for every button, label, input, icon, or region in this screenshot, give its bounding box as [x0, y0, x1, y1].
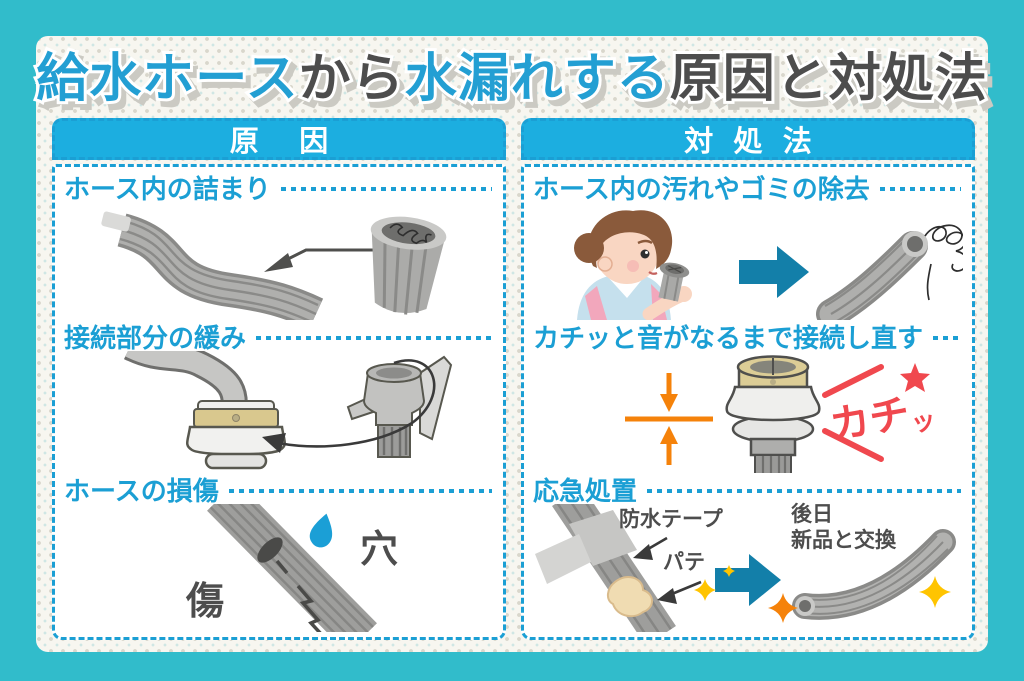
tape-label: 防水テープ	[619, 508, 723, 531]
causes-body: ホース内の詰まり	[52, 164, 506, 640]
coupling-piece	[346, 355, 453, 458]
pointer-arrow	[264, 248, 396, 272]
diagonal-hose	[207, 504, 377, 632]
putty-shape	[607, 575, 653, 618]
solution-1-heading-row: ホース内の汚れやゴミの除去	[533, 172, 963, 204]
solution-3-heading: 応急処置	[533, 475, 638, 506]
solution-2-heading: カチッと音がなるまで接続し直す	[533, 322, 924, 353]
cause-3-heading: ホースの損傷	[64, 475, 219, 506]
water-droplet-icon	[309, 513, 333, 548]
motion-arrow	[262, 359, 436, 453]
person-inspecting	[574, 210, 692, 320]
cause-2-heading-row: 接続部分の緩み	[64, 321, 494, 353]
cause-1-heading: ホース内の詰まり	[64, 173, 271, 204]
click-emphasis	[822, 364, 884, 462]
curved-hose	[101, 211, 324, 320]
debris-removal-drawing	[574, 210, 963, 320]
push-indicator	[625, 373, 713, 465]
putty-label: パテ	[663, 551, 705, 574]
tape-pointer-arrow	[633, 536, 668, 560]
causes-header: 原因	[52, 118, 506, 160]
solutions-column: 対処法 ホース内の汚れやゴミの除去	[521, 118, 975, 642]
damaged-hose-drawing	[207, 504, 377, 632]
crack-shape	[296, 584, 322, 632]
page-title-text: 給水ホースから水漏れする原因と対処法	[36, 50, 988, 108]
hole-shape	[257, 537, 289, 575]
hose-cross-section	[370, 216, 447, 315]
connector-nut	[186, 400, 286, 470]
content-panel: 給水ホースから水漏れする原因と対処法 給水ホースから水漏れする原因と対処法 給水…	[33, 36, 995, 652]
causes-column: 原因 ホース内の詰まり	[52, 118, 506, 642]
hose-end-in-hand	[658, 262, 690, 302]
solution-2-heading-row: カチッと音がなるまで接続し直す	[533, 321, 963, 353]
sparkle-icons	[694, 565, 951, 623]
replace-label: 後日新品と交換	[791, 503, 896, 553]
cause-3-heading-row: ホースの損傷	[64, 474, 494, 506]
dotted-leader	[647, 489, 961, 493]
tape-flap	[535, 534, 591, 584]
cleaned-hose	[816, 231, 928, 320]
loose-connection-illustration	[64, 351, 494, 473]
solution-3-heading-row: 応急処置	[533, 474, 963, 506]
dotted-leader	[933, 336, 961, 340]
emergency-repair-illustration: 防水テープ パテ 後日新品と交換	[533, 503, 963, 632]
dotted-leader	[256, 336, 492, 340]
putty-pointer-arrow	[657, 580, 702, 604]
page-title: 給水ホースから水漏れする原因と対処法 給水ホースから水漏れする原因と対処法 給水…	[33, 40, 994, 118]
hole-label: 穴	[360, 529, 399, 571]
damaged-hose-with-repair	[535, 504, 676, 632]
scratch-label: 傷	[186, 581, 225, 623]
page-title-outline: 給水ホースから水漏れする原因と対処法	[33, 47, 989, 111]
reconnect-click-illustration: カチッ	[533, 351, 963, 473]
clogged-hose-illustration	[64, 202, 494, 320]
hose-connector	[725, 355, 821, 473]
dotted-leader	[228, 489, 492, 493]
dotted-leader	[280, 187, 492, 191]
step-arrow	[715, 554, 781, 606]
step-arrow	[739, 246, 809, 298]
page-title-shadow: 給水ホースから水漏れする原因と対処法	[38, 53, 994, 117]
solutions-body: ホース内の汚れやゴミの除去	[521, 164, 975, 640]
emergency-repair-drawing	[535, 504, 956, 632]
click-star-icon	[900, 363, 930, 392]
solution-1-heading: ホース内の汚れやゴミの除去	[533, 173, 870, 204]
cause-1-heading-row: ホース内の詰まり	[64, 172, 494, 204]
new-hose	[792, 529, 956, 620]
faucet	[123, 351, 248, 411]
loose-connection-drawing	[123, 351, 453, 470]
debris-removal-illustration	[533, 202, 963, 320]
reconnect-click-drawing	[625, 355, 930, 473]
solutions-header: 対処法	[521, 118, 975, 160]
damaged-hose-illustration: 穴 傷	[64, 504, 494, 632]
dotted-leader	[879, 187, 961, 191]
debris-scribble	[924, 224, 963, 301]
clogged-hose-drawing	[101, 211, 447, 320]
cause-2-heading: 接続部分の緩み	[64, 322, 247, 353]
